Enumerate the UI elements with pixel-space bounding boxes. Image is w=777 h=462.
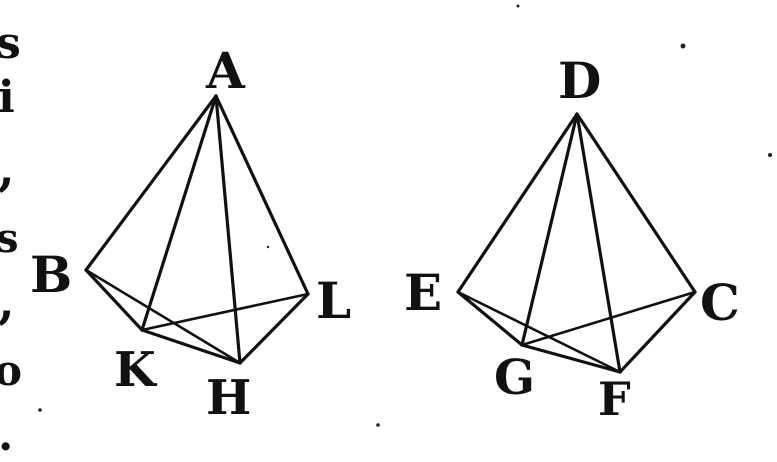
speck bbox=[516, 4, 520, 8]
margin-text: s i , s , o . bbox=[0, 18, 22, 461]
margin-fragment: , bbox=[0, 141, 15, 197]
margin-fragment: o bbox=[0, 346, 22, 395]
pyramid-left: A B K H L bbox=[30, 41, 351, 426]
edge-GF bbox=[520, 343, 622, 374]
print-specks bbox=[38, 4, 772, 427]
vertex-label-L: L bbox=[316, 271, 351, 330]
vertex-label-K: K bbox=[114, 342, 158, 398]
edge-HL bbox=[238, 292, 310, 365]
edge-EF bbox=[456, 290, 622, 374]
vertex-label-A: A bbox=[205, 41, 246, 100]
edge-AK bbox=[140, 94, 218, 332]
vertex-label-B: B bbox=[30, 245, 72, 304]
margin-fragment: , bbox=[0, 274, 15, 330]
vertex-label-H: H bbox=[206, 370, 251, 426]
vertex-label-C: C bbox=[700, 273, 740, 332]
speck bbox=[266, 245, 270, 249]
edge-BH bbox=[84, 268, 242, 365]
edge-DG bbox=[520, 112, 579, 347]
speck bbox=[38, 408, 42, 412]
speck bbox=[680, 43, 686, 49]
margin-fragment: i bbox=[0, 72, 15, 123]
margin-fragment: s bbox=[0, 18, 21, 69]
edge-GC bbox=[520, 290, 697, 347]
edge-AH bbox=[214, 94, 242, 365]
margin-fragment: s bbox=[0, 215, 19, 262]
edge-DC bbox=[575, 112, 697, 294]
margin-fragment: . bbox=[0, 410, 13, 461]
edge-KL bbox=[140, 292, 310, 332]
edge-BK bbox=[84, 268, 144, 332]
vertex-label-E: E bbox=[404, 263, 442, 322]
vertex-label-F: F bbox=[598, 372, 631, 426]
speck bbox=[376, 423, 380, 427]
edge-DF bbox=[575, 112, 622, 374]
vertex-label-G: G bbox=[494, 350, 535, 406]
edge-AL bbox=[214, 94, 310, 296]
vertex-label-D: D bbox=[558, 51, 601, 110]
edge-FC bbox=[618, 290, 697, 374]
speck bbox=[768, 153, 772, 157]
pyramid-right: D E G F C bbox=[404, 51, 740, 426]
edge-AB bbox=[84, 94, 218, 272]
edge-EG bbox=[456, 290, 524, 347]
edge-DE bbox=[456, 112, 579, 294]
edge-KH bbox=[140, 328, 242, 365]
